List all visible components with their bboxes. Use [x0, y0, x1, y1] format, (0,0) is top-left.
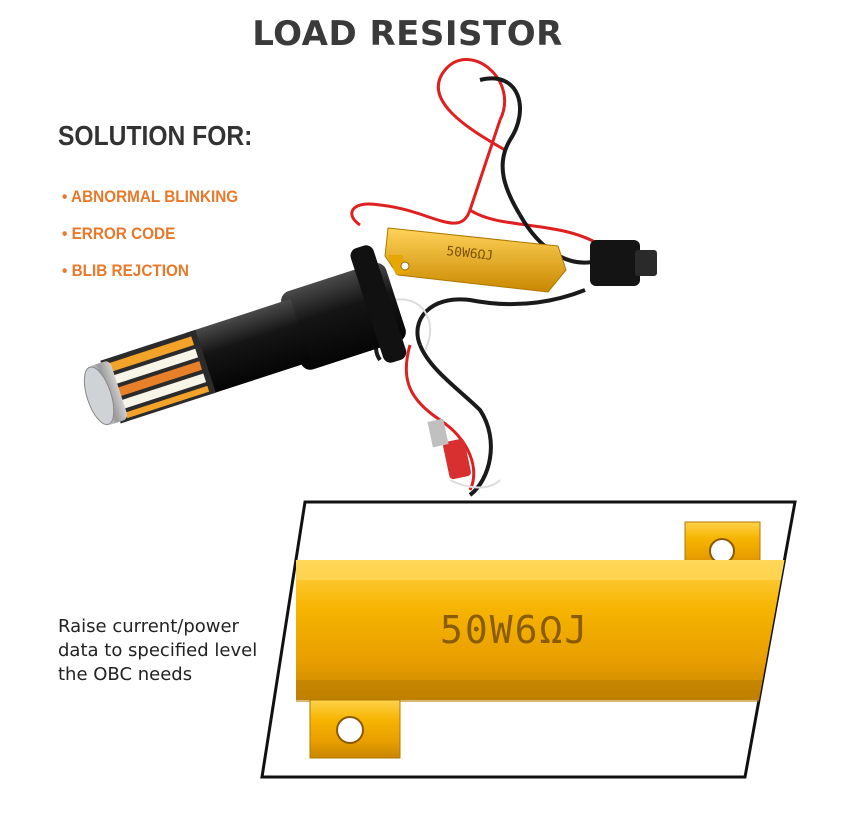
list-item: • BLIB REJCTION — [62, 261, 189, 280]
problem-list: • ABNORMAL BLINKING • ERROR CODE • BLIB … — [62, 186, 258, 297]
small-resistor-marking: 50W6ΩJ — [446, 244, 494, 264]
list-item: • ABNORMAL BLINKING — [62, 187, 239, 206]
solution-heading: SOLUTION FOR: — [58, 120, 253, 151]
list-item: • ERROR CODE — [62, 224, 176, 243]
description-line: data to specified level — [58, 640, 258, 661]
description-line: the OBC needs — [58, 664, 193, 685]
led-bulb — [83, 245, 407, 426]
page-title: LOAD RESISTOR — [252, 14, 563, 54]
large-resistor: 50W6ΩJ — [296, 521, 795, 759]
description-text: Raise current/power data to specified le… — [58, 615, 288, 687]
large-resistor-marking: 50W6ΩJ — [440, 608, 589, 652]
wire-connector — [590, 240, 657, 286]
small-resistor: 50W6ΩJ — [384, 227, 567, 293]
spade-terminal — [427, 418, 471, 480]
description-line: Raise current/power — [58, 616, 239, 637]
